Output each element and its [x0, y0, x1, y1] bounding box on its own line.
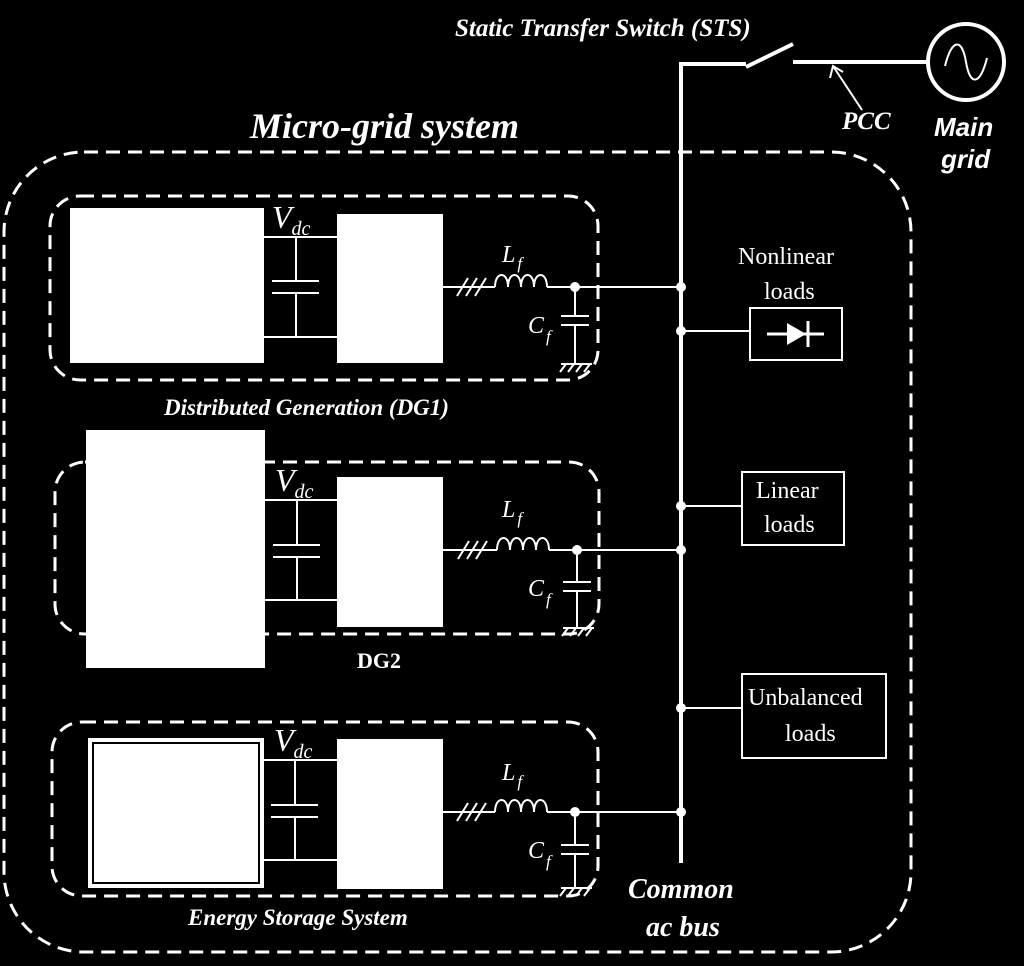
ac-source-icon: [926, 22, 1006, 102]
dg1-source-block: [70, 208, 264, 363]
inductor-icon: [494, 274, 548, 288]
unbalanced-load-box: [741, 673, 887, 759]
inductor-icon: [496, 537, 550, 551]
dg2-source-block: [86, 430, 265, 668]
dg1-label: Distributed Generation (DG1): [163, 395, 449, 420]
common-ac-bus: [679, 42, 928, 863]
diode-icon: [767, 321, 824, 347]
pcc-arrow: [829, 64, 863, 111]
nonlinear-loads-label-1: Nonlinear: [738, 244, 834, 270]
dg1-unit: [48, 194, 681, 382]
ess-vdc-symbol: Vdc: [274, 722, 313, 763]
dg2-boundary: [53, 460, 601, 636]
bus-label-1: Common: [628, 874, 734, 905]
linear-loads-label-1: Linear: [756, 478, 819, 504]
unbalanced-loads-label-1: Unbalanced: [748, 685, 863, 711]
microgrid-title: Micro-grid system: [249, 106, 519, 146]
main-grid-label-2: grid: [940, 144, 991, 174]
linear-load-box: [741, 471, 845, 546]
linear-loads-label-2: loads: [764, 512, 815, 538]
dg2-inverter-block: [337, 477, 443, 627]
bus-label-2: ac bus: [646, 912, 720, 943]
dg2-vdc-symbol: Vdc: [275, 462, 314, 503]
inductor-icon: [494, 799, 548, 813]
ess-label: Energy Storage System: [187, 905, 408, 930]
ess-source-frame: [88, 738, 264, 888]
dg2-label: DG2: [357, 648, 401, 673]
ess-boundary: [50, 720, 600, 898]
nonlinear-load-box: [749, 307, 843, 361]
ess-inverter-block: [337, 739, 443, 889]
dg1-vdc-symbol: Vdc: [272, 199, 311, 240]
unbalanced-loads-label-2: loads: [785, 721, 836, 747]
main-grid-label-1: Main: [934, 112, 993, 142]
nonlinear-loads-label-2: loads: [764, 279, 815, 305]
dg1-inverter-block: [337, 214, 443, 363]
dg2-unit: [53, 430, 681, 668]
pcc-label: PCC: [841, 108, 891, 135]
ess-unit: [50, 720, 681, 898]
bus-junctions: [676, 282, 686, 817]
sts-switch: [745, 42, 794, 69]
microgrid-boundary: [2, 150, 913, 954]
sts-label: Static Transfer Switch (STS): [455, 15, 751, 42]
